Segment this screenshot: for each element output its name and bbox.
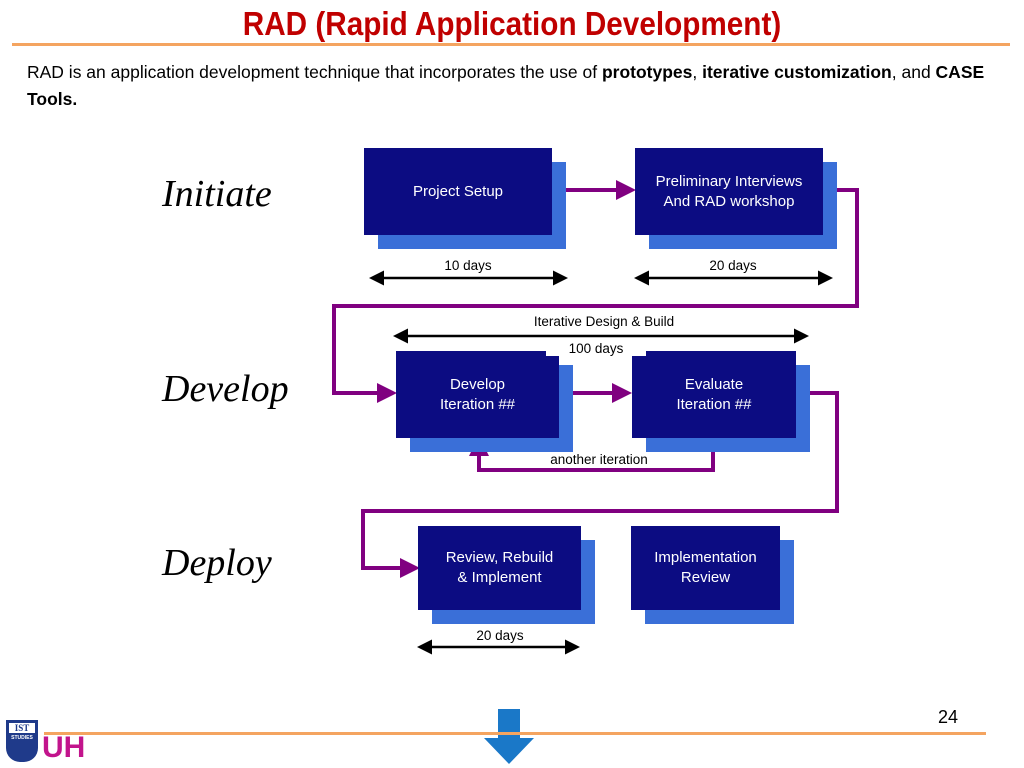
ist-logo-subtext: STUDIES — [11, 735, 33, 741]
intro-bold-iterative: iterative customization — [702, 62, 892, 82]
box-implementation-review-label: Implementation Review — [631, 526, 780, 610]
duration-label-iterative: 100 days — [546, 341, 646, 356]
box-project-setup-label: Project Setup — [364, 148, 552, 235]
box-project-setup: Project Setup — [364, 148, 566, 249]
page-number: 24 — [938, 707, 959, 727]
box-preliminary-interviews: Preliminary Interviews And RAD workshop — [635, 148, 837, 249]
ist-logo-text: IST — [9, 723, 35, 733]
intro-text-1: RAD is an application development techni… — [27, 62, 602, 82]
duration-label-interviews: 20 days — [709, 258, 757, 273]
iterative-design-build-label: Iterative Design & Build — [533, 314, 675, 329]
intro-text-2: , — [692, 62, 703, 82]
flow-interviews-to-develop — [332, 188, 859, 403]
box-develop-iteration-label: Develop Iteration ## — [396, 351, 559, 438]
ist-studies-logo: IST STUDIES — [6, 720, 38, 762]
intro-paragraph: RAD is an application development techni… — [27, 59, 987, 113]
intro-bold-case-tools: CASE Tools. — [27, 62, 985, 109]
flow-evaluate-to-deploy — [361, 391, 839, 578]
box-evaluate-iteration: Evaluate Iteration ## — [632, 351, 810, 452]
slide-title: RAD (Rapid Application Development) — [242, 5, 782, 42]
uh-logo: UH — [42, 731, 86, 764]
footer-rule — [44, 732, 986, 735]
flow-another-iteration — [469, 436, 715, 472]
box-review-rebuild: Review, Rebuild & Implement — [418, 526, 595, 624]
intro-bold-prototypes: prototypes — [601, 62, 693, 82]
box-review-rebuild-label: Review, Rebuild & Implement — [418, 526, 581, 610]
box-implementation-review: Implementation Review — [631, 526, 794, 624]
title-underline — [12, 43, 1010, 46]
box-preliminary-interviews-label: Preliminary Interviews And RAD workshop — [635, 148, 823, 235]
intro-text-3: , and — [891, 62, 936, 82]
box-develop-iteration: Develop Iteration ## — [396, 351, 573, 452]
phase-deploy-label: Deploy — [162, 542, 272, 584]
duration-label-setup: 10 days — [444, 258, 492, 273]
another-iteration-label: another iteration — [524, 452, 674, 467]
phase-initiate-label: Initiate — [162, 173, 272, 215]
down-arrow-icon — [484, 709, 534, 764]
phase-develop-label: Develop — [162, 368, 289, 410]
box-evaluate-iteration-label: Evaluate Iteration ## — [632, 351, 796, 438]
duration-label-deploy: 20 days — [476, 628, 524, 643]
